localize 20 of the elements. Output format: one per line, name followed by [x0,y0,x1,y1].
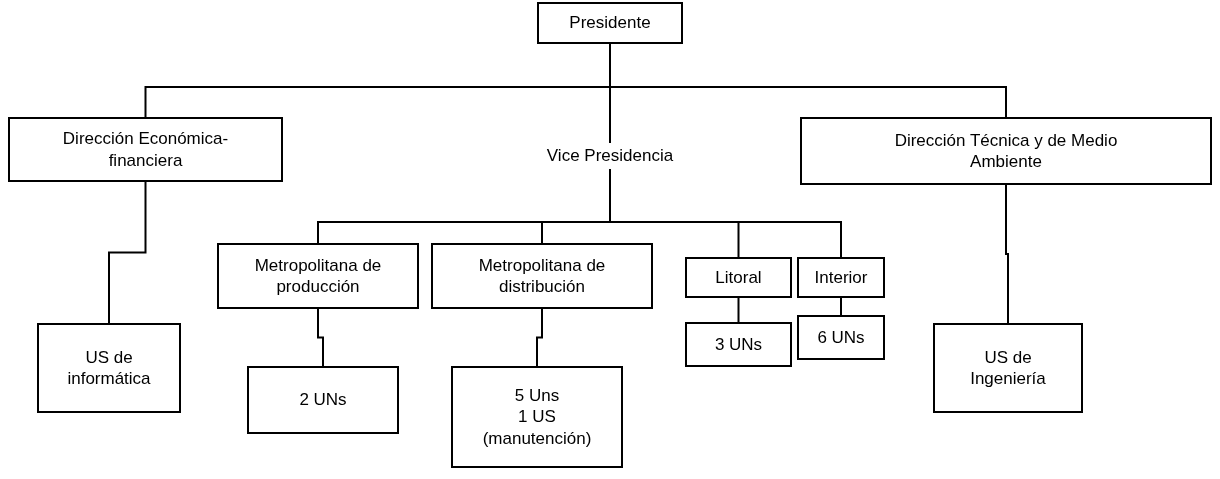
org-box [685,322,792,367]
org-box [451,366,623,468]
connector-line [317,308,324,367]
connector-line [536,308,543,367]
connector-line [840,297,842,316]
org-box [37,323,181,413]
org-box [685,257,792,298]
org-box [933,323,1083,413]
org-box [797,315,885,360]
org-box [800,117,1212,185]
org-box [797,257,885,298]
org-box [217,243,419,309]
org-box [431,243,653,309]
org-box [537,2,683,44]
connector-line [737,297,740,323]
org-box [247,366,399,434]
connector-line [1005,184,1009,324]
org-box [8,117,283,182]
connector-line [108,181,147,324]
connector-line [609,168,842,258]
